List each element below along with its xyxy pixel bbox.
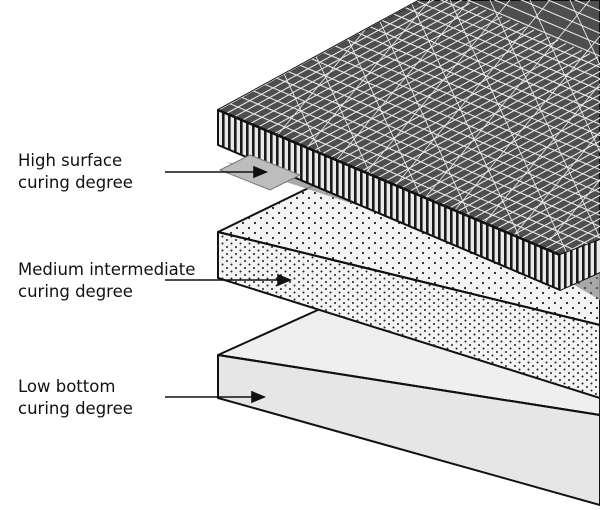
mesh-strand <box>429 0 600 241</box>
label-medium-line2: curing degree <box>18 282 133 301</box>
mesh-strand <box>256 46 600 210</box>
mesh-strand <box>318 0 600 111</box>
mesh-strand <box>495 110 600 238</box>
mesh-strand <box>367 56 599 184</box>
top-layer-high-curing <box>217 0 600 291</box>
mesh-strand <box>535 127 600 255</box>
mesh-strand <box>423 80 600 208</box>
mesh-strand <box>431 83 600 211</box>
mesh-strand <box>228 91 600 255</box>
label-medium-line1: Medium intermediate <box>18 260 196 279</box>
mesh-strand <box>455 93 600 221</box>
mesh-strand <box>399 69 600 197</box>
leader-arrows <box>165 165 293 404</box>
mesh-strand <box>273 19 600 183</box>
mesh-strand <box>329 0 600 93</box>
mesh-strand <box>312 0 600 120</box>
mesh-strand <box>343 46 575 174</box>
mesh-strand <box>503 113 600 241</box>
mesh-strand <box>327 39 559 167</box>
label-low-line2: curing degree <box>18 399 133 418</box>
mesh-strand <box>487 106 600 234</box>
mesh-strand <box>391 66 600 194</box>
mesh-strand <box>351 49 583 177</box>
mesh-strand <box>319 36 551 164</box>
mesh-strand <box>479 103 600 231</box>
mesh-strand <box>271 16 503 144</box>
mesh-strand <box>543 130 600 255</box>
mesh-strand <box>263 12 495 140</box>
mesh-strand <box>335 43 567 171</box>
mesh-strand <box>247 6 479 134</box>
label-low-bottom: Low bottom curing degree <box>18 376 133 420</box>
mesh-strand <box>469 0 600 241</box>
mesh-strand <box>529 0 600 255</box>
mesh-strand <box>447 90 600 218</box>
mesh-strand <box>251 55 600 219</box>
mesh-strand <box>569 0 600 255</box>
mesh-strand <box>449 0 571 255</box>
mesh-strand <box>240 73 600 237</box>
mesh-strand <box>262 37 600 201</box>
mesh-strand <box>463 96 600 224</box>
mesh-strand <box>359 53 591 181</box>
mesh-strand <box>303 29 535 157</box>
mesh-strand <box>439 86 600 214</box>
label-high-line2: curing degree <box>18 173 133 192</box>
mesh-strand <box>307 0 600 129</box>
mesh-strand <box>287 22 519 150</box>
mesh-strand <box>471 100 600 228</box>
mesh-strand <box>334 0 600 84</box>
mesh-strand <box>549 0 600 241</box>
mesh-strand <box>279 19 511 147</box>
mesh-strand <box>527 123 600 251</box>
mesh-strand <box>383 63 600 191</box>
label-low-line1: Low bottom <box>18 377 116 396</box>
mesh-strand <box>519 120 600 248</box>
label-medium-intermediate: Medium intermediate curing degree <box>18 259 195 303</box>
mesh-strand <box>218 0 447 120</box>
mesh-strand <box>311 32 543 160</box>
mesh-strand <box>223 100 600 255</box>
mesh-strand <box>509 0 600 241</box>
mesh-strand <box>551 133 600 255</box>
mesh-strand <box>489 0 600 255</box>
mesh-strand <box>323 0 600 102</box>
mesh-strand <box>239 2 471 130</box>
mesh-strand <box>409 0 531 255</box>
mesh-strand <box>511 116 600 244</box>
mesh-strand <box>231 0 463 127</box>
label-high-line1: High surface <box>18 151 123 170</box>
label-high-surface: High surface curing degree <box>18 150 133 194</box>
